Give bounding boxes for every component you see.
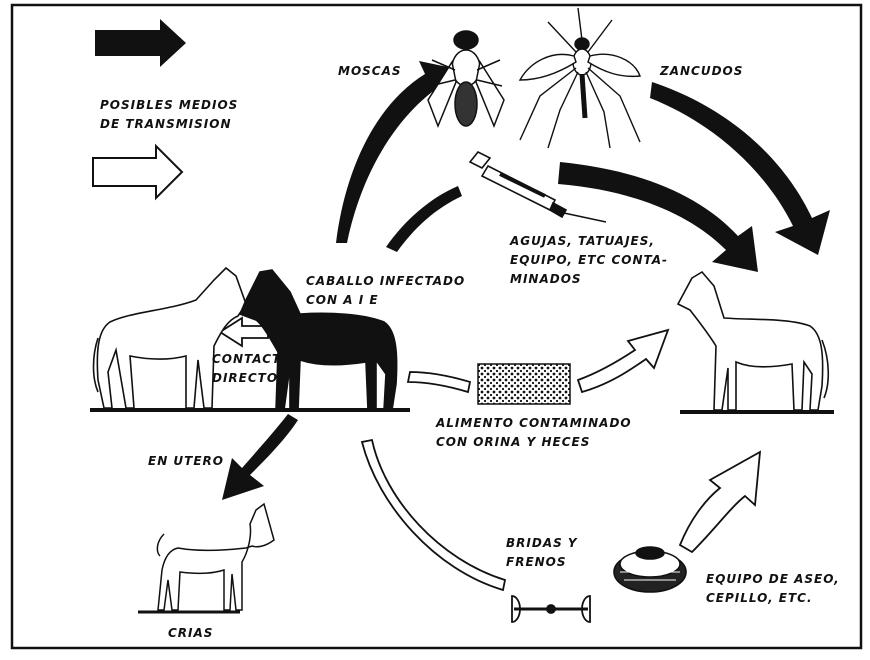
foal bbox=[157, 504, 274, 610]
in-utero-arrow bbox=[222, 414, 298, 500]
legend-hollow-arrow bbox=[93, 146, 182, 198]
food-line-1: ALIMENTO CONTAMINADO bbox=[436, 414, 632, 433]
infected-horse-label: CABALLO INFECTADO CON A I E bbox=[306, 272, 465, 310]
infected-line-2: CON A I E bbox=[306, 291, 465, 310]
brush-drawing bbox=[614, 547, 686, 592]
needles-line-3: MINADOS bbox=[510, 270, 668, 289]
legend-line-1: POSIBLES MEDIOS bbox=[100, 96, 238, 115]
in-utero-label: EN UTERO bbox=[148, 452, 224, 471]
bridles-line-2: FRENOS bbox=[506, 553, 578, 572]
contact-line-1: CONTACTO bbox=[212, 350, 292, 369]
syringe-arrow bbox=[386, 186, 462, 252]
flies-label: MOSCAS bbox=[338, 62, 402, 81]
infected-line-1: CABALLO INFECTADO bbox=[306, 272, 465, 291]
grooming-line-1: EQUIPO DE ASEO, bbox=[706, 570, 840, 589]
bridles-arrow bbox=[362, 440, 505, 590]
contaminated-food-label: ALIMENTO CONTAMINADO CON ORINA Y HECES bbox=[436, 414, 632, 452]
grooming-arrow bbox=[680, 452, 760, 552]
needles-label: AGUJAS, TATUAJES, EQUIPO, ETC CONTA- MIN… bbox=[510, 232, 668, 289]
bridles-line-1: BRIDAS Y bbox=[506, 534, 578, 553]
direct-contact-label: CONTACTO DIRECTO bbox=[212, 350, 292, 388]
grooming-line-2: CEPILLO, ETC. bbox=[706, 589, 840, 608]
mosquitoes-label: ZANCUDOS bbox=[660, 62, 743, 81]
grooming-label: EQUIPO DE ASEO, CEPILLO, ETC. bbox=[706, 570, 840, 608]
healthy-horse-right bbox=[678, 272, 828, 410]
foals-label: CRIAS bbox=[168, 624, 213, 643]
bridles-label: BRIDAS Y FRENOS bbox=[506, 534, 578, 572]
legend-line-2: DE TRANSMISION bbox=[100, 115, 238, 134]
contact-line-2: DIRECTO bbox=[212, 369, 292, 388]
legend-solid-arrow bbox=[95, 19, 186, 67]
legend-label: POSIBLES MEDIOS DE TRANSMISION bbox=[100, 96, 238, 134]
needles-line-2: EQUIPO, ETC CONTA- bbox=[510, 251, 668, 270]
mosquito-arrow bbox=[650, 82, 830, 255]
mosquito-drawing bbox=[520, 8, 640, 148]
food-line-2: CON ORINA Y HECES bbox=[436, 433, 632, 452]
bit-drawing bbox=[512, 596, 590, 622]
needles-line-1: AGUJAS, TATUAJES, bbox=[510, 232, 668, 251]
hay-bale bbox=[478, 364, 570, 404]
